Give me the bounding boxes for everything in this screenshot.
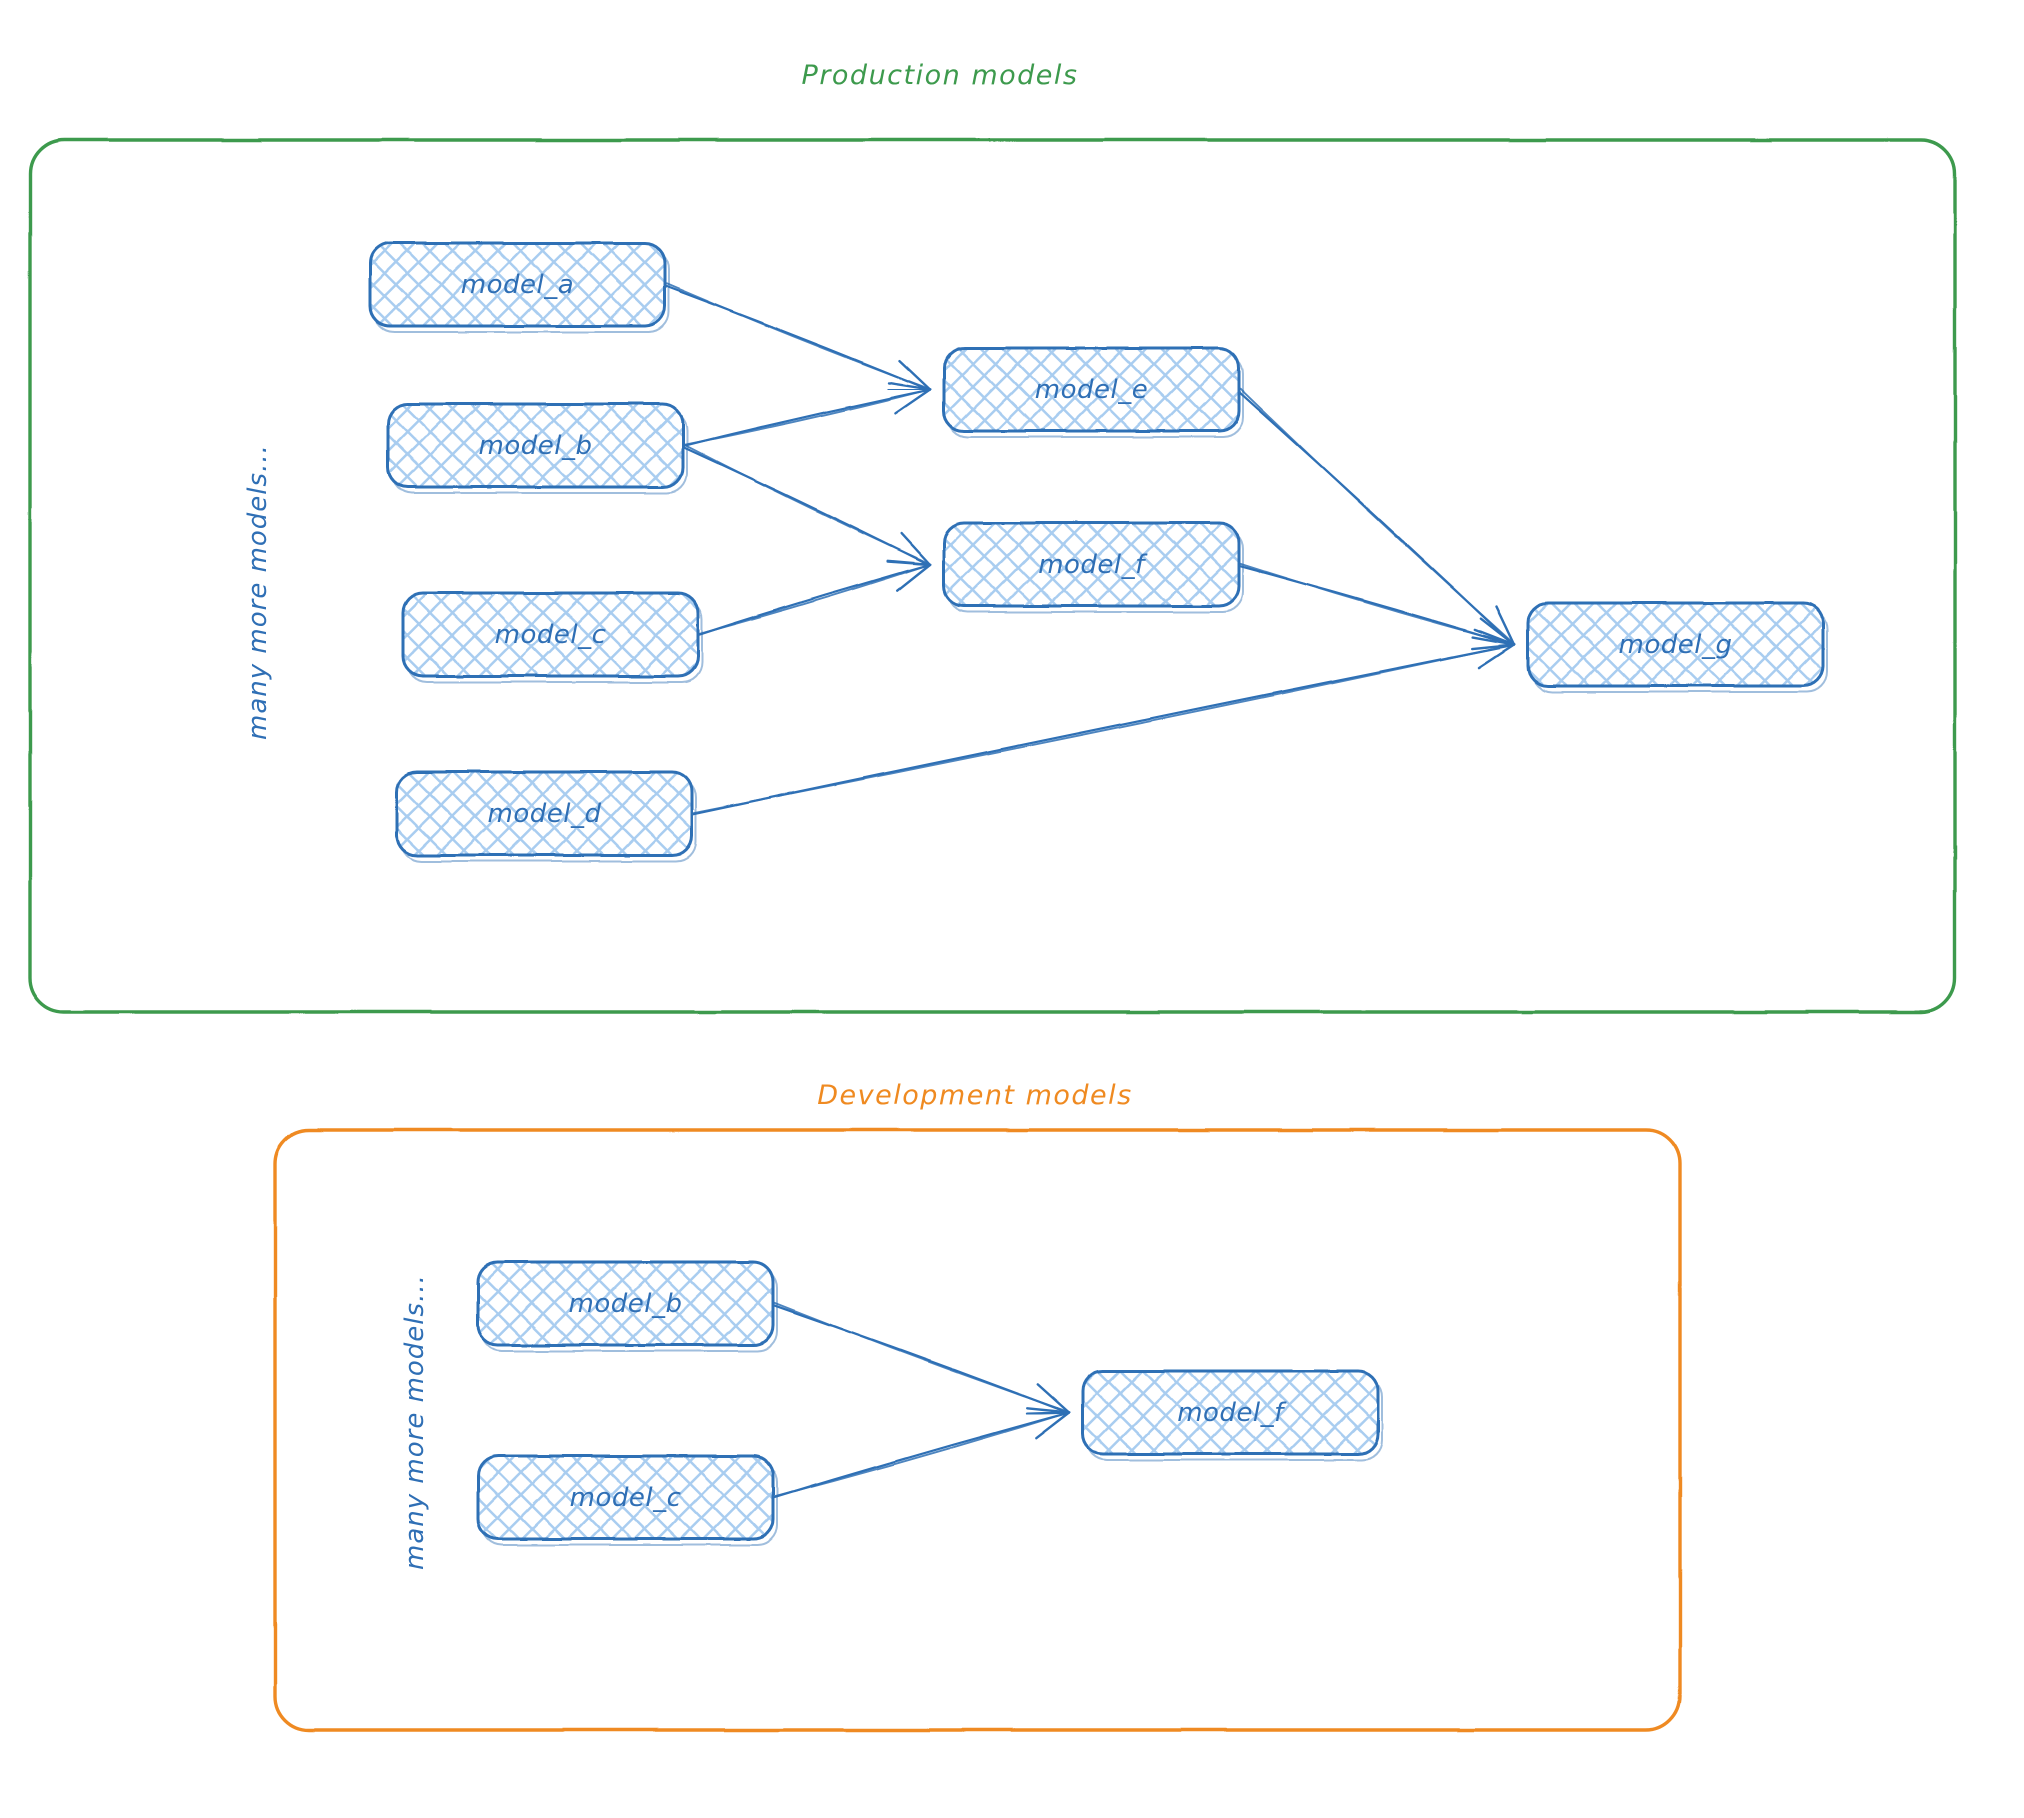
arrowhead-dev_model_b-to-dev_model_f — [1036, 1383, 1071, 1414]
node-border — [395, 770, 694, 857]
group-container-development — [273, 1128, 1682, 1732]
node-border — [476, 1454, 775, 1541]
node-hatch-fill — [388, 404, 683, 487]
arrowhead-prod_model_b-to-prod_model_e — [894, 388, 932, 415]
node-hatch-fill — [944, 523, 1239, 606]
arrowhead-prod_model_c-to-prod_model_f — [886, 559, 932, 566]
model-node-model_b[interactable] — [476, 1260, 778, 1352]
side-label-development: many more models... — [400, 1274, 430, 1570]
node-border — [1081, 1369, 1380, 1456]
arrowhead-prod_model_a-to-prod_model_e — [898, 359, 932, 391]
edge-prod_model_c-to-prod_model_f — [698, 563, 932, 635]
group-container-production — [28, 138, 1957, 1014]
arrowhead-prod_model_d-to-prod_model_g — [1471, 635, 1516, 646]
arrowhead-prod_model_c-to-prod_model_f — [895, 563, 932, 592]
edge-dev_model_b-to-dev_model_f — [773, 1301, 1071, 1414]
group-title-production: Production models — [801, 60, 1079, 91]
edge-dev_model_c-to-dev_model_f — [773, 1411, 1071, 1498]
arrowhead-prod_model_b-to-prod_model_e — [887, 381, 932, 391]
node-hatch-fill — [403, 593, 698, 676]
model-node-label-model_e: model_e — [1034, 374, 1149, 405]
model-node-label-model_c: model_c — [569, 1482, 682, 1513]
node-border — [942, 346, 1241, 433]
edge-prod_model_b-to-prod_model_e — [683, 388, 932, 446]
model-node-label-model_d: model_d — [487, 798, 602, 829]
model-node-label-model_a: model_a — [460, 269, 575, 300]
model-node-model_f[interactable] — [1081, 1369, 1383, 1461]
model-node-model_c[interactable] — [401, 591, 703, 683]
node-border — [942, 521, 1241, 608]
model-node-model_b[interactable] — [386, 402, 688, 494]
node-border — [1526, 601, 1825, 688]
node-hatch-fill — [478, 1262, 773, 1345]
node-hatch-fill — [370, 243, 665, 326]
node-border — [368, 241, 667, 328]
arrowhead-dev_model_c-to-dev_model_f — [1026, 1407, 1071, 1414]
node-border — [386, 402, 685, 489]
model-node-model_d[interactable] — [395, 770, 697, 862]
model-node-model_g[interactable] — [1526, 601, 1828, 693]
model-node-label-model_b: model_b — [568, 1288, 683, 1319]
arrowhead-dev_model_c-to-dev_model_f — [1034, 1411, 1071, 1440]
model-node-model_f[interactable] — [942, 521, 1244, 613]
node-hatch-fill — [944, 348, 1239, 431]
node-hatch-fill — [478, 1456, 773, 1539]
model-node-label-model_b: model_b — [478, 430, 593, 461]
model-node-model_c[interactable] — [476, 1454, 778, 1546]
edge-prod_model_b-to-prod_model_f — [683, 443, 932, 566]
node-border — [476, 1260, 775, 1347]
model-node-label-model_g: model_g — [1618, 629, 1733, 660]
model-node-label-model_f: model_f — [1038, 549, 1145, 580]
model-node-label-model_f: model_f — [1177, 1397, 1284, 1428]
arrowhead-prod_model_f-to-prod_model_g — [1479, 617, 1516, 646]
node-hatch-fill — [1083, 1371, 1378, 1454]
model-node-label-model_c: model_c — [494, 619, 607, 650]
node-border — [401, 591, 700, 678]
edge-prod_model_d-to-prod_model_g — [692, 643, 1516, 814]
node-hatch-fill — [397, 772, 692, 855]
arrowhead-prod_model_d-to-prod_model_g — [1477, 643, 1516, 669]
edge-prod_model_a-to-prod_model_e — [665, 282, 932, 391]
edge-prod_model_f-to-prod_model_g — [1239, 562, 1516, 646]
edge-prod_model_e-to-prod_model_g — [1239, 387, 1516, 646]
model-node-model_e[interactable] — [942, 346, 1244, 438]
node-hatch-fill — [1528, 603, 1823, 686]
group-title-development: Development models — [817, 1080, 1133, 1111]
model-node-model_a[interactable] — [368, 241, 670, 333]
side-label-production: many more models... — [243, 444, 273, 740]
arrowhead-prod_model_b-to-prod_model_f — [900, 532, 932, 566]
arrowhead-prod_model_e-to-prod_model_g — [1494, 605, 1516, 646]
